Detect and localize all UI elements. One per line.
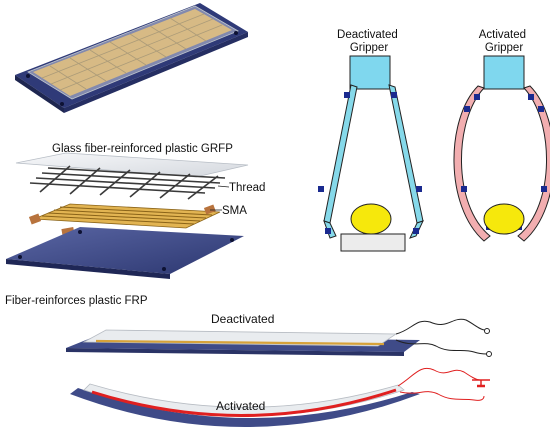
assembled-glass-top	[27, 5, 239, 100]
frp-hole	[230, 238, 234, 242]
assembled-sma-cells	[41, 13, 223, 91]
thread-label: Thread	[229, 182, 265, 194]
deactivated-strip-label: Deactivated	[211, 312, 274, 326]
sma-wires	[28, 203, 221, 237]
flat-strip-terminal	[484, 328, 490, 334]
deactivated-strip: Deactivated	[66, 312, 492, 357]
assembled-frp-side-front	[64, 32, 248, 113]
frp-label: Fiber-reinforces plastic FRP	[5, 295, 148, 307]
sma-crimp	[28, 213, 42, 225]
flat-strip-wire-2	[395, 339, 488, 355]
sma-crimp	[203, 204, 216, 215]
exploded-layers: Glass fiber-reinforced plastic GRFP Thre…	[5, 143, 265, 307]
deactivated-gripper-title: Deactivated Gripper	[337, 29, 401, 54]
frp-hole	[78, 230, 82, 234]
thread-mesh	[29, 165, 226, 200]
flat-strip-sma	[95, 339, 385, 346]
thread-leader	[217, 185, 230, 188]
activated-gripper-hub	[483, 55, 525, 90]
deactivated-left-finger	[323, 84, 358, 224]
assembled-hole	[60, 102, 64, 106]
activated-ball	[483, 203, 525, 235]
assembled-module	[15, 3, 248, 113]
activated-left-finger	[453, 85, 491, 242]
frp-layer-edge	[6, 259, 170, 279]
deactivated-right-finger	[388, 84, 424, 224]
battery-icon	[472, 379, 490, 388]
deactivated-clips	[318, 92, 422, 234]
bent-strip-wire-2	[399, 391, 485, 401]
deactivated-base-block	[340, 233, 406, 252]
assembled-hole	[234, 31, 238, 35]
activated-gripper: Activated Gripper	[453, 29, 550, 242]
deactivated-ball	[350, 203, 392, 235]
deactivated-gripper-hub	[349, 55, 391, 90]
activated-gripper-title: Activated Gripper	[479, 29, 530, 54]
frp-hole	[162, 267, 166, 271]
activated-strip-label: Activated	[216, 399, 265, 413]
assembled-frp-side	[15, 75, 64, 113]
sma-label: SMA	[222, 205, 247, 217]
frp-layer	[6, 227, 244, 274]
bent-strip-wire-1	[397, 368, 481, 387]
flat-strip-wire-1	[395, 318, 486, 335]
flat-strip-base-edge	[66, 348, 404, 356]
frp-hole	[18, 255, 22, 259]
bent-strip-sma	[91, 388, 397, 417]
bent-strip-base	[70, 388, 420, 427]
activated-right-finger	[517, 85, 550, 242]
activated-strip: Activated	[70, 368, 490, 427]
flat-strip-terminal	[486, 351, 492, 357]
deactivated-gripper: Deactivated Gripper	[318, 29, 424, 252]
grfp-label: Glass fiber-reinforced plastic GRFP	[52, 143, 233, 155]
assembled-hole	[26, 74, 30, 78]
assembled-sma-grid	[33, 9, 232, 96]
